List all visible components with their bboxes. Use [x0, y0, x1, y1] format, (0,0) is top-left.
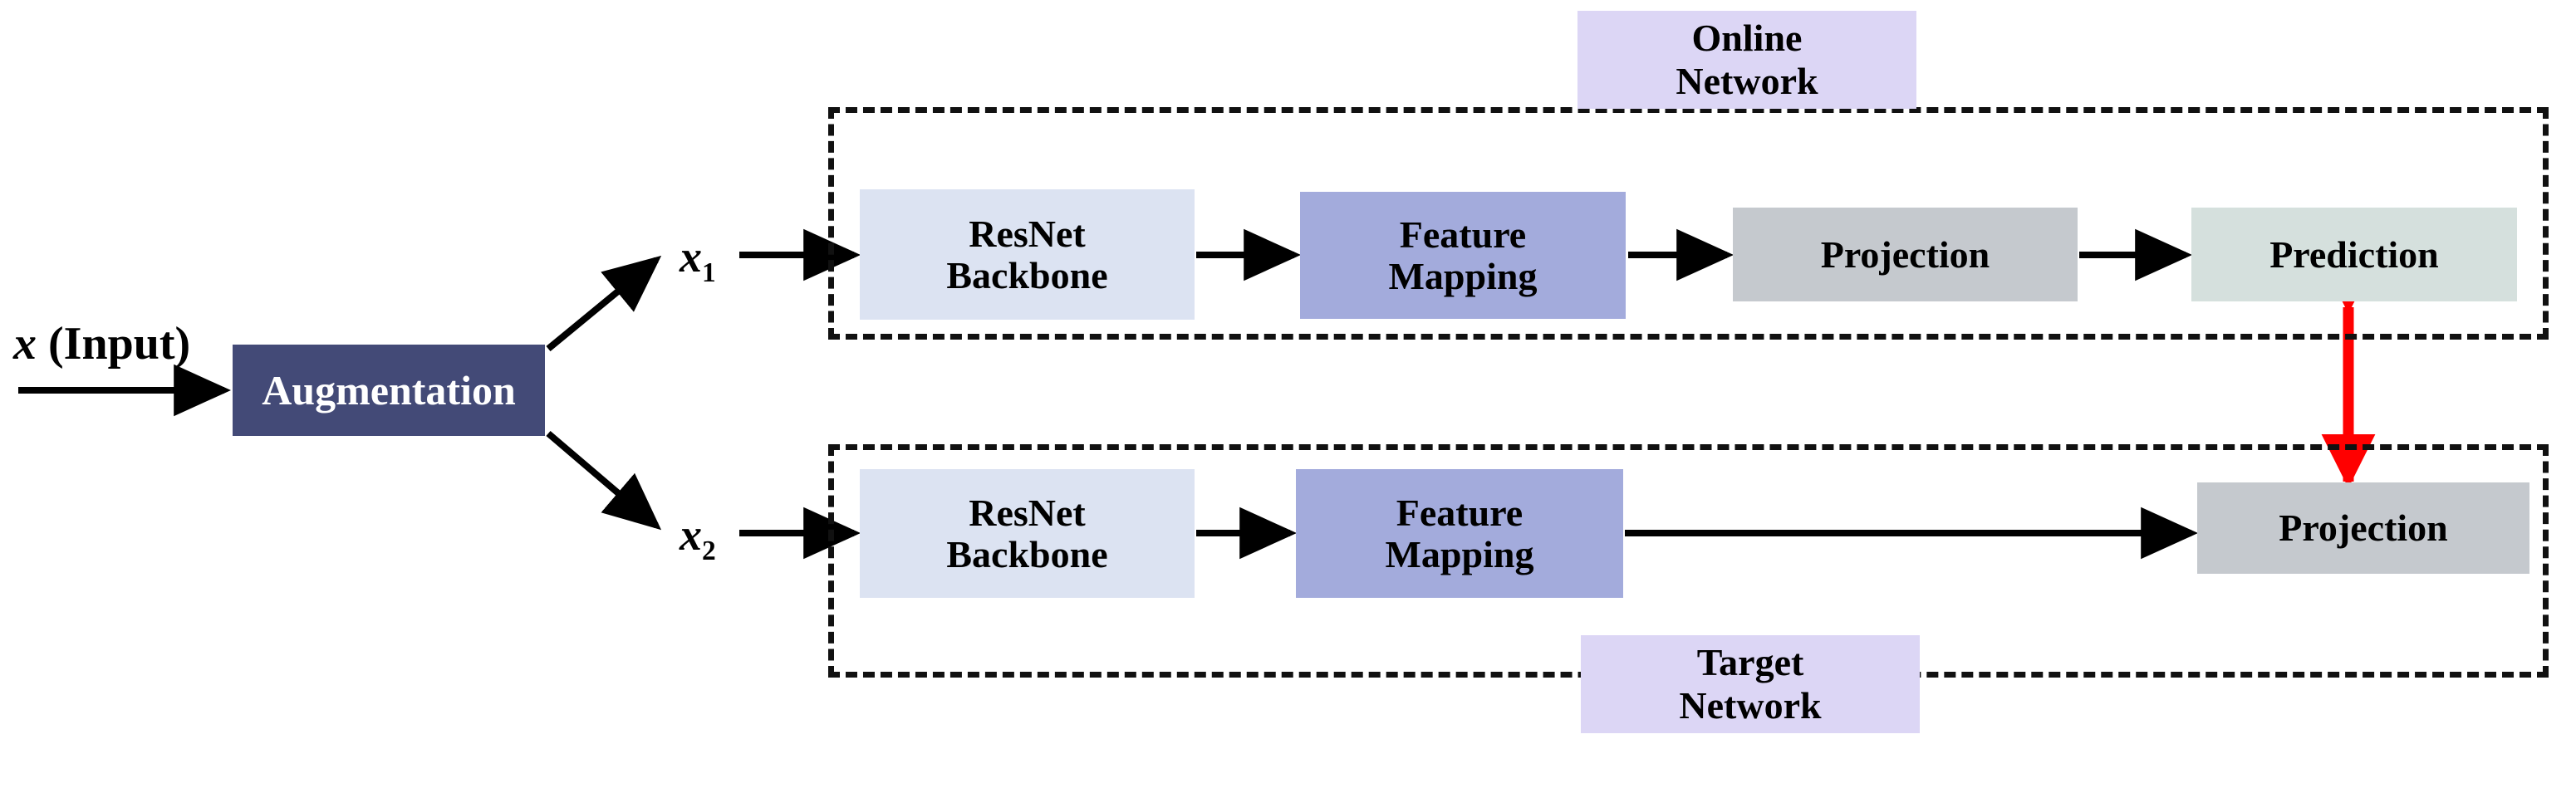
online-network-label-line2: Network — [1676, 60, 1818, 102]
branch-label-x1: x1 — [680, 231, 716, 289]
branch-label-x1-var: x — [680, 232, 702, 281]
online-feature-mapping-line2: Mapping — [1388, 254, 1538, 297]
target-feature-mapping-line2: Mapping — [1385, 532, 1534, 575]
online-feature-mapping-line1: Feature — [1399, 213, 1527, 256]
target-feature-mapping-line1: Feature — [1396, 491, 1524, 534]
augmentation-label: Augmentation — [262, 367, 516, 414]
target-network-label-line1: Target — [1696, 641, 1804, 684]
online-prediction-box[interactable]: Prediction — [2191, 208, 2517, 301]
branch-label-x1-sub: 1 — [702, 257, 716, 288]
target-network-label: Target Network — [1581, 635, 1920, 733]
branch-label-x2-var: x — [680, 510, 702, 560]
input-label-var: x — [13, 318, 37, 370]
arrow-augmentation-to-x2 — [546, 430, 662, 531]
online-network-label: Online Network — [1577, 11, 1916, 109]
augmentation-box[interactable]: Augmentation — [233, 345, 545, 436]
online-resnet-backbone-line2: Backbone — [946, 253, 1108, 296]
online-resnet-backbone-box[interactable]: ResNet Backbone — [860, 189, 1195, 320]
input-label-rest: (Input) — [37, 318, 191, 370]
online-network-label-line1: Online — [1691, 17, 1803, 60]
online-feature-mapping-box[interactable]: Feature Mapping — [1300, 192, 1626, 319]
target-projection-label: Projection — [2279, 507, 2448, 550]
branch-label-x2: x2 — [680, 509, 716, 567]
online-network-group — [828, 107, 2549, 340]
arrow-augmentation-to-x1 — [546, 255, 662, 352]
branch-label-x2-sub: 2 — [702, 535, 716, 566]
online-projection-label: Projection — [1820, 232, 1990, 276]
online-prediction-label: Prediction — [2269, 232, 2439, 276]
target-resnet-backbone-box[interactable]: ResNet Backbone — [860, 469, 1195, 598]
online-projection-box[interactable]: Projection — [1733, 208, 2078, 301]
online-resnet-backbone-line1: ResNet — [969, 212, 1086, 255]
target-resnet-backbone-line2: Backbone — [946, 532, 1108, 575]
target-resnet-backbone-line1: ResNet — [969, 491, 1086, 534]
target-feature-mapping-box[interactable]: Feature Mapping — [1296, 469, 1623, 598]
input-label: x (Input) — [13, 317, 190, 370]
target-projection-box[interactable]: Projection — [2197, 482, 2529, 574]
target-network-label-line2: Network — [1679, 684, 1822, 727]
